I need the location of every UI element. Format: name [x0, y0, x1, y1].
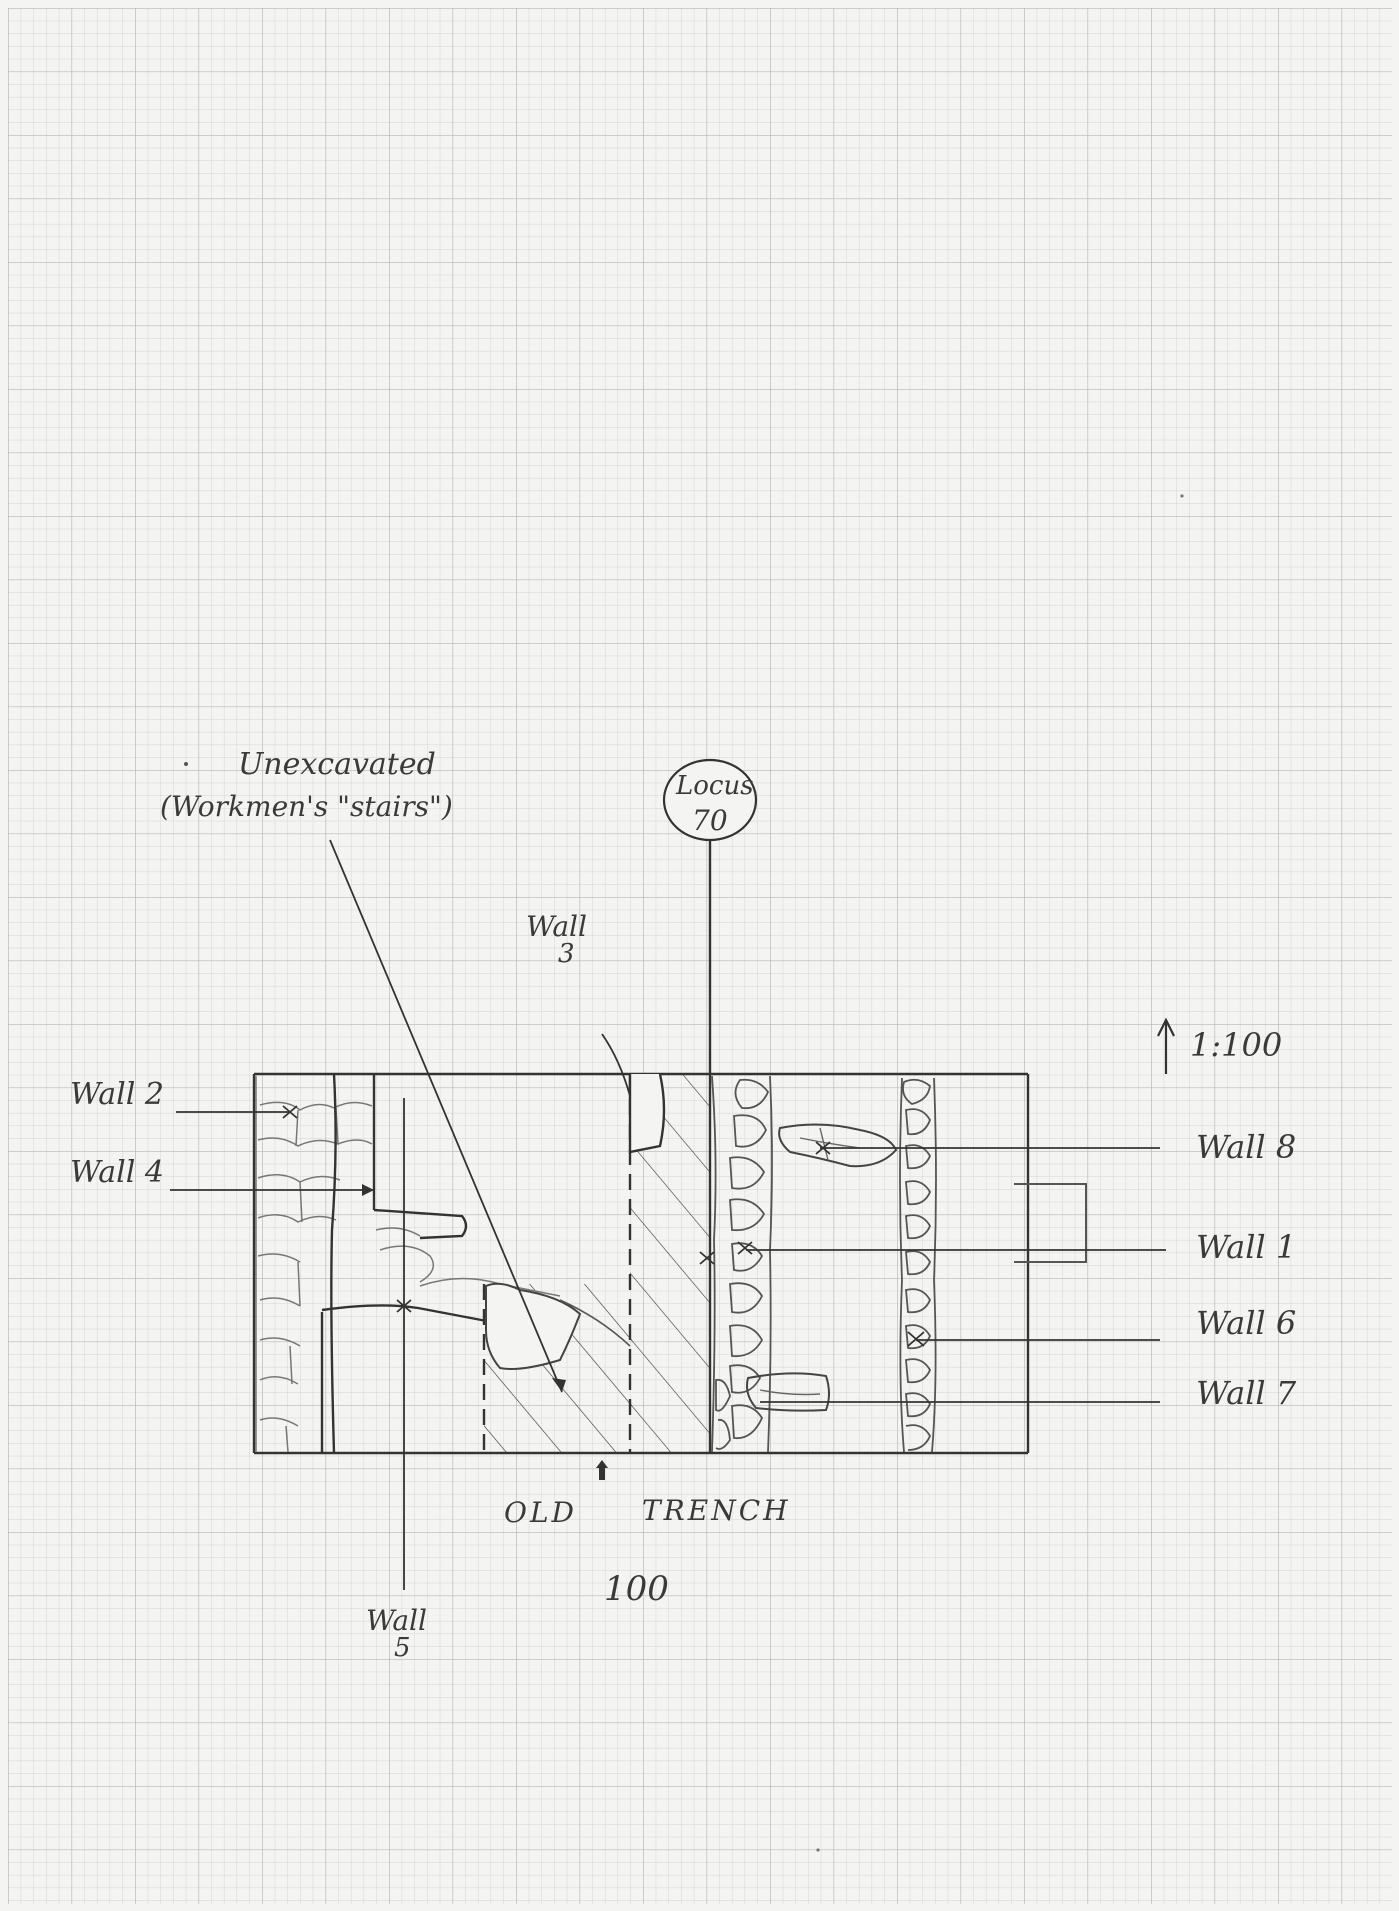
graph-paper-major-grid — [8, 8, 1392, 1904]
wall1-label: Wall 1 — [1196, 1228, 1296, 1266]
wall4-label: Wall 4 — [70, 1155, 164, 1190]
locus-word: Locus — [675, 771, 754, 801]
unexcavated-title: Unexcavated — [238, 747, 436, 782]
leader-arrow-heads — [362, 1184, 566, 1392]
wall-8 — [778, 1123, 898, 1168]
scale-label: 1:100 — [1190, 1026, 1282, 1064]
north-arrow-icon — [1157, 1017, 1175, 1074]
trench-number-label: 100 — [604, 1569, 669, 1609]
wall-7-detail — [759, 1389, 821, 1396]
pencil-dot — [1180, 494, 1184, 498]
unexcavated-note: (Workmen's "stairs") — [160, 790, 453, 823]
pencil-dot — [184, 762, 188, 766]
wall3-number: 3 — [558, 939, 575, 969]
wall8-label: Wall 8 — [1196, 1128, 1296, 1166]
wall2-label: Wall 2 — [70, 1077, 164, 1112]
leader-x-marks — [282, 1105, 925, 1347]
wall5-word: Wall — [366, 1604, 427, 1637]
locus-70-hatched-area — [630, 1074, 710, 1453]
wall6-label: Wall 6 — [1196, 1304, 1296, 1342]
wall-2-wall-4-ink — [320, 1073, 493, 1454]
wall-7 — [746, 1372, 830, 1412]
locus-number: 70 — [692, 804, 728, 837]
wall7-label: Wall 7 — [1196, 1374, 1297, 1412]
trench-label: TRENCH — [642, 1494, 791, 1527]
wall-2-stonework — [255, 1076, 373, 1453]
arrow-up-icon — [596, 1460, 608, 1480]
stairs-line — [559, 1299, 631, 1347]
wall5-number: 5 — [394, 1633, 411, 1663]
leader-lines — [170, 839, 1166, 1590]
wall-3 — [628, 1073, 666, 1154]
pencil-dot — [816, 1848, 820, 1852]
wall3-word: Wall — [526, 910, 587, 943]
locus-70-circle — [662, 758, 758, 842]
old-label: OLD — [504, 1496, 577, 1529]
rectangular-feature — [1014, 1183, 1087, 1263]
